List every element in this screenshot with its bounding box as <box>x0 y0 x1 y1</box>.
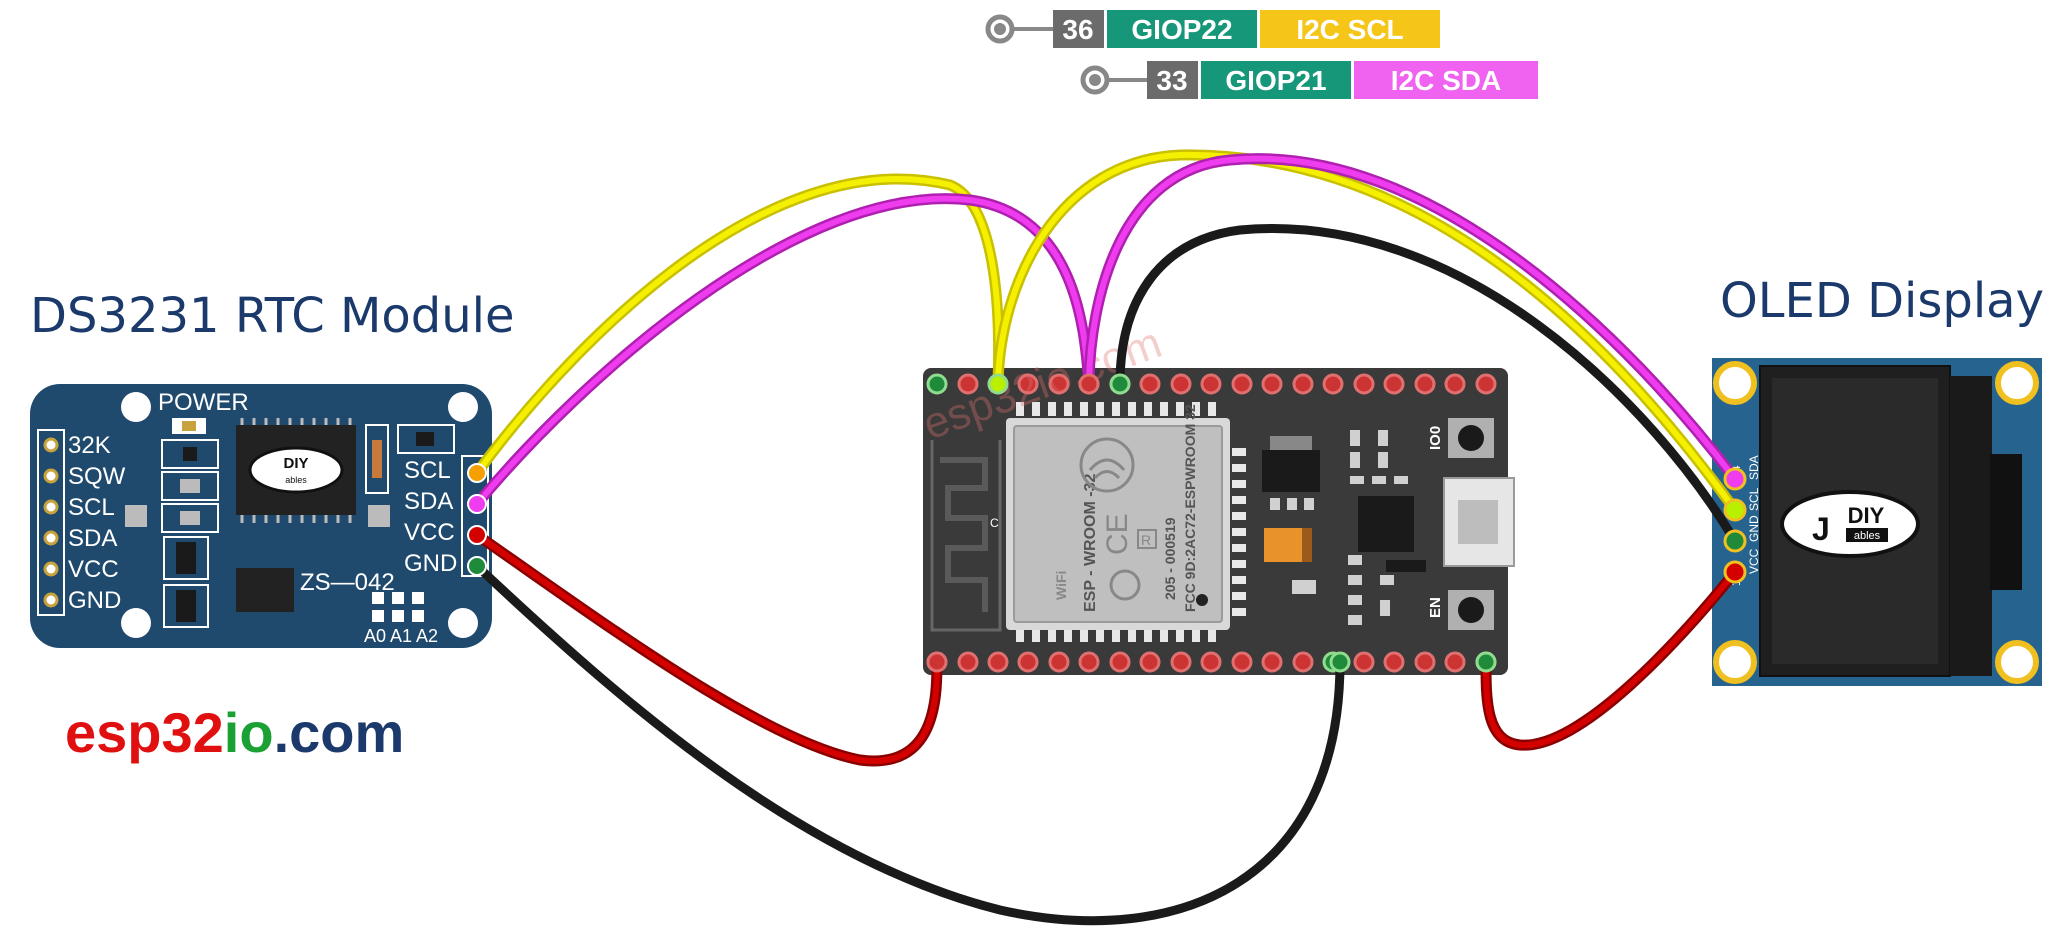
en-button-label: EN <box>1427 597 1444 618</box>
ce-mark: CE <box>1101 513 1134 555</box>
wroom-module-name: ESP - WROOM -32 <box>1082 474 1099 612</box>
mounting-hole <box>1713 640 1757 684</box>
wifi-mark: WiFi <box>1053 571 1069 600</box>
voltage-regulator <box>1262 450 1320 492</box>
rtc-right-pin-label-vcc: VCC <box>404 519 455 546</box>
esp32-bottom-header <box>926 651 1497 673</box>
mounting-hole <box>1995 361 2039 405</box>
wire-scl-rtc <box>471 173 1005 479</box>
legend-function: I2C SCL <box>1296 14 1403 45</box>
mounting-hole <box>448 608 478 638</box>
legend-row-scl: 36 GIOP22 I2C SCL <box>985 10 1440 48</box>
legend-function: I2C SDA <box>1391 65 1501 96</box>
mounting-hole <box>1713 361 1757 405</box>
svg-text:J: J <box>1812 511 1830 547</box>
site-watermark: esp32io.com <box>65 701 404 764</box>
oled-pin-label-scl: SCL <box>1747 487 1761 511</box>
legend-pin-number-box <box>1053 10 1104 48</box>
mounting-hole <box>121 608 151 638</box>
legend-pin-number-box <box>1147 61 1198 99</box>
rtc-module: 32K SQW SCL SDA VCC GND POWER DIY ables <box>30 384 492 648</box>
legend-row-sda: 33 GIOP21 I2C SDA <box>1080 61 1538 99</box>
diyables-logo: DIY ables <box>248 446 344 494</box>
esp32-board: C ESP - WROOM -32 205 - 000519 FCC 9D:2A… <box>917 318 1515 675</box>
oled-display-title: OLED Display <box>1720 273 2044 329</box>
boot-button-label: IO0 <box>1427 426 1444 450</box>
wroom-cert-line-2: FCC 9D:2AC72-ESPWROOM 32 <box>1182 404 1198 612</box>
svg-text:DIY: DIY <box>1848 503 1885 528</box>
rtc-pin-label-sqw: SQW <box>68 463 126 490</box>
oled-pin-label-gnd: GND <box>1747 515 1761 542</box>
rtc-address-labels: A0 A1 A2 <box>364 626 438 646</box>
oled-display: DIY ables J 4 SDA SCL GND VCC 1 <box>1712 358 2042 686</box>
rtc-pin-label-scl: SCL <box>68 494 115 521</box>
pin-legend: 36 GIOP22 I2C SCL 33 GIOP21 I2C SDA <box>985 10 1538 99</box>
wire-gnd-rtc <box>472 561 1345 926</box>
rtc-chip-label: ZS—042 <box>300 569 395 596</box>
fcc-mark-icon <box>1109 569 1141 601</box>
mounting-hole <box>121 392 151 422</box>
mounting-hole <box>448 392 478 422</box>
rtc-eeprom-chip <box>236 568 294 612</box>
wire-connectors <box>467 373 1747 673</box>
legend-gpio: GIOP22 <box>1131 14 1232 45</box>
legend-gpio-box <box>1107 10 1257 48</box>
rtc-right-pin-label-gnd: GND <box>404 550 457 577</box>
oled-logo: DIY ables J <box>1780 490 1920 558</box>
espressif-logo-icon <box>1079 437 1135 493</box>
r-mark: R <box>1141 532 1151 548</box>
mounting-hole <box>1995 640 2039 684</box>
legend-pin-number: 33 <box>1156 65 1187 96</box>
legend-function-box <box>1260 10 1440 48</box>
rtc-right-pin-label-sda: SDA <box>404 488 453 515</box>
rtc-pin-label-sda: SDA <box>68 525 117 552</box>
rtc-pin-label-vcc: VCC <box>68 556 119 583</box>
legend-gpio: GIOP21 <box>1225 65 1326 96</box>
wire-vcc-oled <box>1480 566 1741 751</box>
legend-pin-number: 36 <box>1062 14 1093 45</box>
svg-text:ables: ables <box>1854 530 1881 542</box>
oled-pin-label-sda: SDA <box>1747 455 1761 480</box>
legend-function-box <box>1354 61 1538 99</box>
svg-text:DIY: DIY <box>283 455 308 472</box>
rtc-power-label: POWER <box>158 389 249 416</box>
rtc-pin-label-32k: 32K <box>68 432 111 459</box>
rtc-left-header <box>43 437 59 608</box>
wire-vcc-rtc <box>471 529 943 767</box>
usb-uart-chip <box>1358 496 1414 552</box>
antenna-mark: C <box>990 516 999 530</box>
rtc-pin-label-gnd: GND <box>68 587 121 614</box>
oled-pin-label-vcc: VCC <box>1747 548 1761 574</box>
rtc-right-pin-label-scl: SCL <box>404 457 451 484</box>
rtc-module-title: DS3231 RTC Module <box>30 288 515 344</box>
legend-gpio-box <box>1201 61 1351 99</box>
svg-text:ables: ables <box>285 475 307 485</box>
wire-gnd-oled <box>1115 224 1740 546</box>
wroom-cert-line-1: 205 - 000519 <box>1162 517 1178 600</box>
wires <box>471 149 1741 926</box>
